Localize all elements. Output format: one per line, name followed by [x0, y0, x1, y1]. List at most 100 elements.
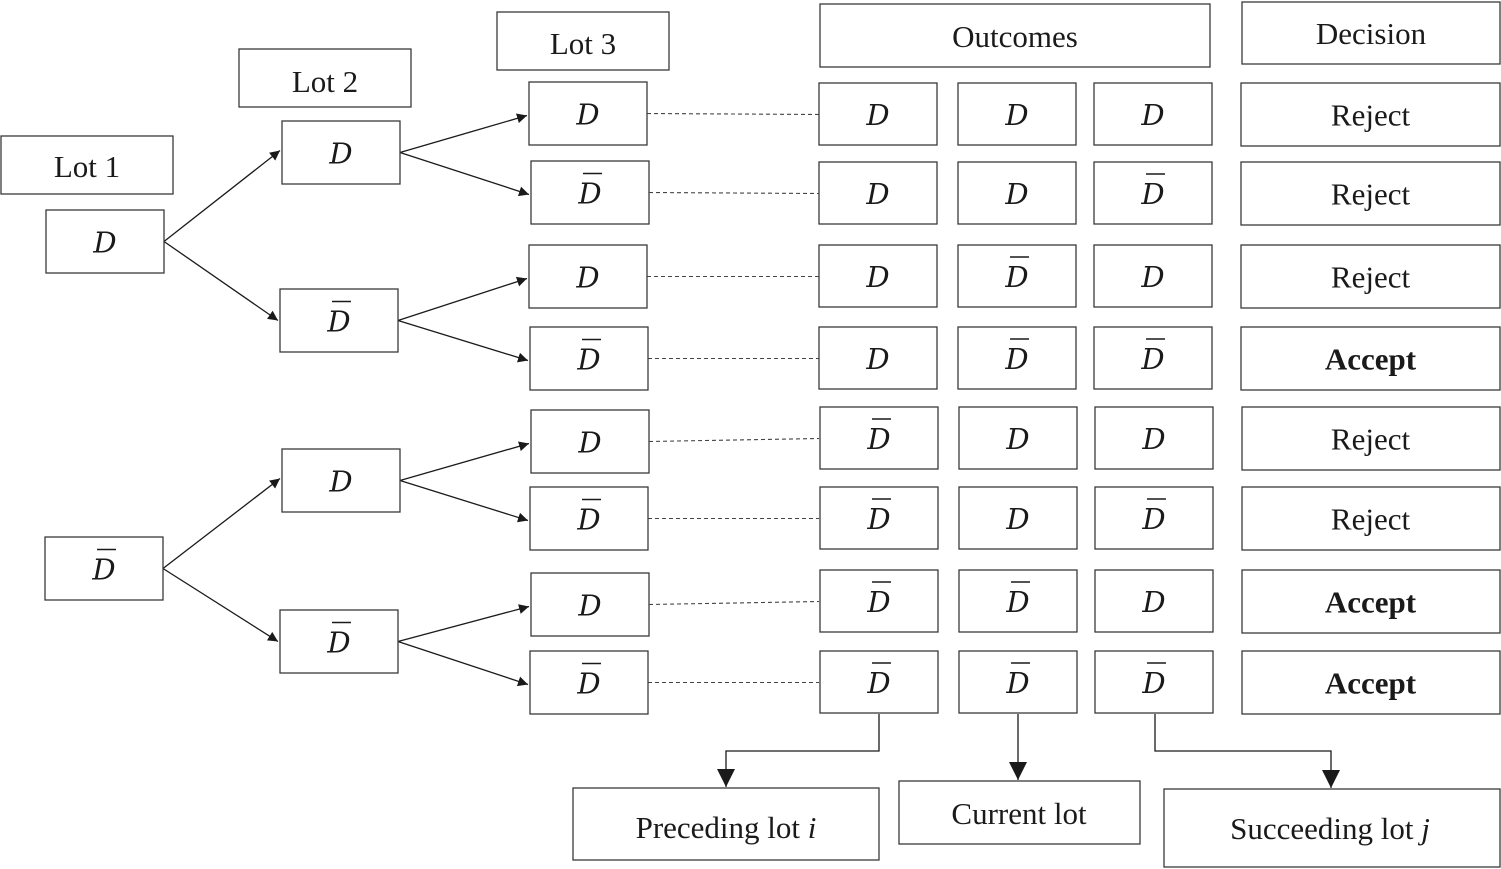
outcome-cell: D	[1094, 650, 1214, 714]
svg-text:D: D	[1140, 98, 1164, 132]
svg-text:D: D	[1141, 422, 1165, 456]
dashed-connector	[648, 437, 820, 443]
outcome-cell: D	[958, 650, 1078, 714]
svg-text:D: D	[865, 342, 889, 376]
tree-edge	[397, 604, 530, 643]
decision-label: Reject	[1331, 98, 1411, 133]
svg-text:Outcomes: Outcomes	[952, 19, 1078, 54]
current-lot-label: Current lot	[898, 780, 1141, 845]
decision-cell: Accept	[1241, 650, 1501, 715]
decision-label: Accept	[1325, 342, 1417, 377]
dashed-connector	[648, 600, 820, 606]
decision-cell: Reject	[1241, 486, 1501, 551]
outcome-cell: D	[1094, 486, 1214, 550]
svg-text:Lot 2: Lot 2	[292, 64, 358, 99]
outcome-cell: D	[819, 486, 939, 550]
outcome-cell: D	[1094, 406, 1214, 470]
decision-label: Reject	[1331, 177, 1411, 212]
lot1-header: Lot 1	[0, 135, 174, 195]
lot2-header: Lot 2	[238, 48, 412, 108]
svg-text:D: D	[577, 177, 601, 211]
succeeding-lot-label: Succeeding lot j	[1163, 788, 1501, 868]
lot3-node: D	[528, 81, 648, 146]
svg-text:D: D	[865, 260, 889, 294]
lot1-node: D	[44, 536, 164, 601]
svg-text:D: D	[576, 343, 600, 377]
tree-edge	[163, 149, 281, 243]
outcome-cell: D	[818, 161, 938, 225]
decision-label: Reject	[1331, 502, 1411, 537]
tree-edge	[399, 441, 530, 482]
outcome-cell: D	[1093, 244, 1213, 308]
dashed-connector	[648, 191, 820, 195]
svg-text:D: D	[1004, 98, 1028, 132]
svg-text:D: D	[866, 422, 890, 456]
lot2-node: D	[281, 448, 401, 513]
svg-text:D: D	[575, 98, 599, 132]
svg-text:D: D	[1005, 585, 1029, 619]
svg-text:D: D	[326, 626, 350, 660]
decision-cell: Accept	[1240, 326, 1501, 391]
lot3-header: Lot 3	[496, 11, 670, 71]
dashed-connectors	[646, 112, 820, 684]
outcome-cell: D	[1094, 569, 1214, 633]
svg-text:Lot 1: Lot 1	[54, 149, 120, 184]
svg-text:D: D	[1005, 666, 1029, 700]
svg-text:D: D	[91, 553, 115, 587]
lot3-node: D	[530, 409, 650, 474]
svg-text:D: D	[576, 667, 600, 701]
svg-text:D: D	[577, 426, 601, 460]
outcome-cell: D	[958, 486, 1078, 550]
decision-label: Reject	[1331, 260, 1411, 295]
lot3-node: D	[530, 160, 650, 225]
svg-text:D: D	[1140, 177, 1164, 211]
tree-edge	[397, 319, 529, 363]
outcome-row: D D D Reject	[818, 244, 1501, 309]
lot2-node: D	[279, 288, 399, 353]
svg-text:Current lot: Current lot	[951, 796, 1087, 831]
outcome-cell: D	[818, 326, 938, 390]
svg-text:D: D	[865, 98, 889, 132]
svg-text:Succeeding lot j: Succeeding lot j	[1230, 811, 1430, 846]
tree-edge	[399, 479, 529, 523]
dashed-connector	[646, 112, 820, 116]
legend-connectors	[717, 714, 1340, 788]
svg-text:D: D	[328, 137, 352, 171]
decision-label: Reject	[1331, 422, 1411, 457]
svg-text:Lot 3: Lot 3	[550, 26, 616, 61]
outcome-cell: D	[819, 406, 939, 470]
svg-text:D: D	[1141, 502, 1165, 536]
tree-edge	[162, 567, 279, 643]
svg-text:D: D	[1004, 342, 1028, 376]
svg-text:D: D	[1141, 666, 1165, 700]
tree-edge	[397, 276, 528, 322]
lot2-node: D	[279, 609, 399, 674]
tree-edge	[399, 151, 530, 197]
lot3-node: D	[529, 650, 649, 715]
svg-text:D: D	[1140, 342, 1164, 376]
decision-cell: Reject	[1240, 161, 1501, 226]
svg-text:D: D	[577, 589, 601, 623]
svg-text:D: D	[575, 261, 599, 295]
svg-text:D: D	[326, 305, 350, 339]
outcome-cell: D	[1093, 82, 1213, 146]
outcomes-header: Outcomes	[819, 3, 1211, 68]
svg-text:D: D	[1004, 260, 1028, 294]
lot2-node: D	[281, 120, 401, 185]
outcome-cell: D	[957, 161, 1077, 225]
lot1-node: D	[45, 209, 165, 274]
svg-text:D: D	[1140, 260, 1164, 294]
tree-edges	[162, 113, 530, 687]
outcome-cell: D	[818, 82, 938, 146]
decision-header: Decision	[1241, 1, 1501, 65]
svg-text:D: D	[1141, 585, 1165, 619]
lot3-node: D	[529, 326, 649, 391]
tree-edge	[397, 640, 529, 687]
